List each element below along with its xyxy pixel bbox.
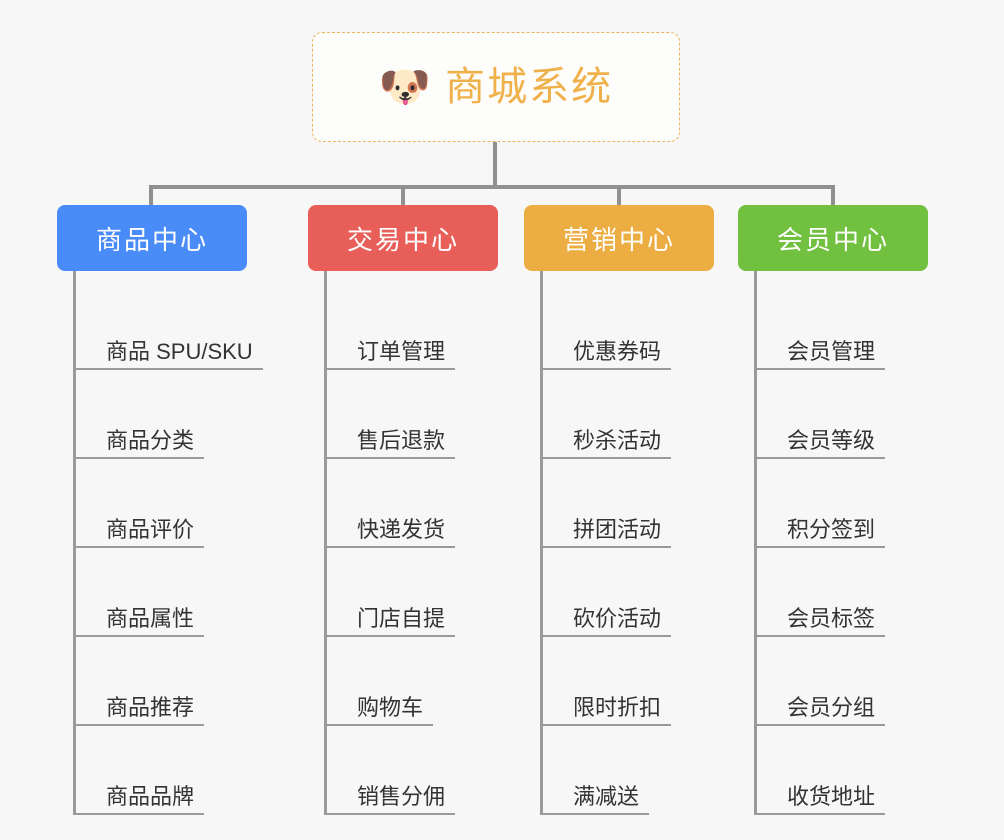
leaf-label: 商品推荐 [76,695,205,726]
list-item[interactable]: 快递发货 [327,459,498,548]
list-item[interactable]: 商品推荐 [76,637,247,726]
category-header-label: 商品中心 [95,224,208,255]
leaf-label: 商品分类 [76,428,205,459]
category-header-marketing[interactable]: 营销中心 [524,205,714,271]
branch-column-trade: 交易中心 订单管理 售后退款 快递发货 门店自提 购物车 销售分佣 [308,205,498,815]
branch-column-marketing: 营销中心 优惠券码 秒杀活动 拼团活动 砍价活动 限时折扣 满减送 [524,205,714,815]
list-item[interactable]: 秒杀活动 [543,370,714,459]
leaf-label: 会员标签 [757,606,886,637]
list-item[interactable]: 会员分组 [757,637,928,726]
leaf-label: 限时折扣 [543,695,672,726]
branch-column-member: 会员中心 会员管理 会员等级 积分签到 会员标签 会员分组 收货地址 [738,205,928,815]
leaf-label: 订单管理 [327,339,456,370]
category-header-member[interactable]: 会员中心 [738,205,928,271]
list-item[interactable]: 商品品牌 [76,726,247,815]
category-header-product[interactable]: 商品中心 [57,205,247,271]
leaf-label: 收货地址 [757,784,886,815]
leaf-label: 砍价活动 [543,606,672,637]
list-item[interactable]: 订单管理 [327,281,498,370]
leaf-label: 售后退款 [327,428,456,459]
branch-trunk: 订单管理 售后退款 快递发货 门店自提 购物车 销售分佣 [324,271,498,815]
connector-drop-2 [401,185,405,207]
branch-trunk: 优惠券码 秒杀活动 拼团活动 砍价活动 限时折扣 满减送 [540,271,714,815]
leaf-label: 商品属性 [76,606,205,637]
connector-drop-3 [617,185,621,207]
leaf-label: 积分签到 [757,517,886,548]
leaf-label: 拼团活动 [543,517,672,548]
list-item[interactable]: 购物车 [327,637,498,726]
leaf-label: 销售分佣 [327,784,456,815]
root-node[interactable]: 🐶 商城系统 [312,32,680,142]
connector-drop-1 [149,185,153,207]
list-item[interactable]: 会员标签 [757,548,928,637]
category-header-label: 会员中心 [776,224,889,255]
leaf-label: 商品 SPU/SKU [76,339,263,370]
leaf-label: 会员分组 [757,695,886,726]
list-item[interactable]: 满减送 [543,726,714,815]
leaf-label: 快递发货 [327,517,456,548]
leaf-label: 秒杀活动 [543,428,672,459]
leaf-label: 会员等级 [757,428,886,459]
list-item[interactable]: 砍价活动 [543,548,714,637]
connector-drop-4 [831,185,835,207]
branch-column-product: 商品中心 商品 SPU/SKU 商品分类 商品评价 商品属性 商品推荐 商品品牌 [57,205,263,815]
leaf-label: 满减送 [543,784,650,815]
leaf-label: 优惠券码 [543,339,672,370]
list-item[interactable]: 会员管理 [757,281,928,370]
leaf-label: 购物车 [327,695,434,726]
connector-horizontal-bus [149,185,835,189]
category-header-label: 交易中心 [346,224,459,255]
list-item[interactable]: 售后退款 [327,370,498,459]
list-item[interactable]: 限时折扣 [543,637,714,726]
list-item[interactable]: 会员等级 [757,370,928,459]
list-item[interactable]: 优惠券码 [543,281,714,370]
leaf-label: 会员管理 [757,339,886,370]
list-item[interactable]: 门店自提 [327,548,498,637]
list-item[interactable]: 收货地址 [757,726,928,815]
list-item[interactable]: 销售分佣 [327,726,498,815]
connector-root-stem [493,142,497,187]
list-item[interactable]: 拼团活动 [543,459,714,548]
leaf-label: 商品品牌 [76,784,205,815]
category-header-trade[interactable]: 交易中心 [308,205,498,271]
list-item[interactable]: 积分签到 [757,459,928,548]
list-item[interactable]: 商品评价 [76,459,247,548]
shiba-dog-face-icon: 🐶 [378,63,432,110]
branch-trunk: 会员管理 会员等级 积分签到 会员标签 会员分组 收货地址 [754,271,928,815]
list-item[interactable]: 商品 SPU/SKU [76,281,263,370]
leaf-label: 商品评价 [76,517,205,548]
list-item[interactable]: 商品属性 [76,548,247,637]
list-item[interactable]: 商品分类 [76,370,247,459]
branch-trunk: 商品 SPU/SKU 商品分类 商品评价 商品属性 商品推荐 商品品牌 [73,271,263,815]
category-header-label: 营销中心 [562,224,675,255]
root-title: 商城系统 [445,65,614,109]
leaf-label: 门店自提 [327,606,456,637]
